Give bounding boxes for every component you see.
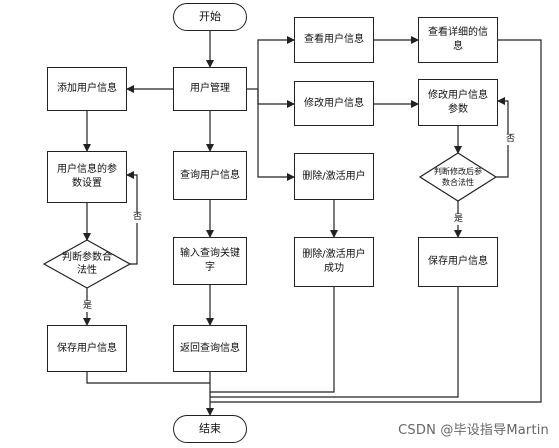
node-start: 开始 [173,3,247,31]
watermark: CSDN @毕设指导Martin [398,423,549,438]
edge-success-end [210,287,335,393]
edge-saveright-end [210,287,459,398]
edge-detail-end [210,39,542,403]
decision-check-modified [418,152,498,202]
edge-branch-delete [257,89,295,181]
node-end: 结束 [173,415,247,443]
node-user-management: 用户管理 [173,67,247,111]
label-no-right: 否 [506,134,516,145]
node-user-params: 用户信息的参 数设置 [47,151,127,203]
node-modify-user: 修改用户信息 [294,81,374,126]
node-return-query: 返回查询信息 [173,325,247,372]
node-save-user-left: 保存用户信息 [47,325,127,372]
node-query-user: 查询用户信息 [173,151,247,200]
node-delete-success: 删除/激活用户 成功 [294,237,374,287]
node-input-keyword: 输入查询关键 字 [173,237,247,285]
node-modify-params: 修改用户信息 参数 [418,79,498,126]
decision-check-valid-text: 判断参数合 法性 [62,252,112,276]
label-yes-right: 是 [454,214,464,225]
decision-check-valid [42,239,132,289]
node-view-detail: 查看详细的信 息 [418,17,498,63]
node-delete-user: 删除/激活用户 [294,153,374,200]
node-save-user-right: 保存用户信息 [418,237,498,287]
label-no-left: 否 [133,212,143,223]
edge-branch-view [257,36,295,89]
decision-check-modified-text: 判断修改后参 数合法性 [434,167,482,187]
label-yes-left: 是 [83,301,93,312]
node-view-user: 查看用户信息 [294,17,374,63]
edge-branch-modify [257,89,295,108]
node-add-user: 添加用户信息 [47,67,127,111]
edge-saveleft-end [86,372,210,384]
